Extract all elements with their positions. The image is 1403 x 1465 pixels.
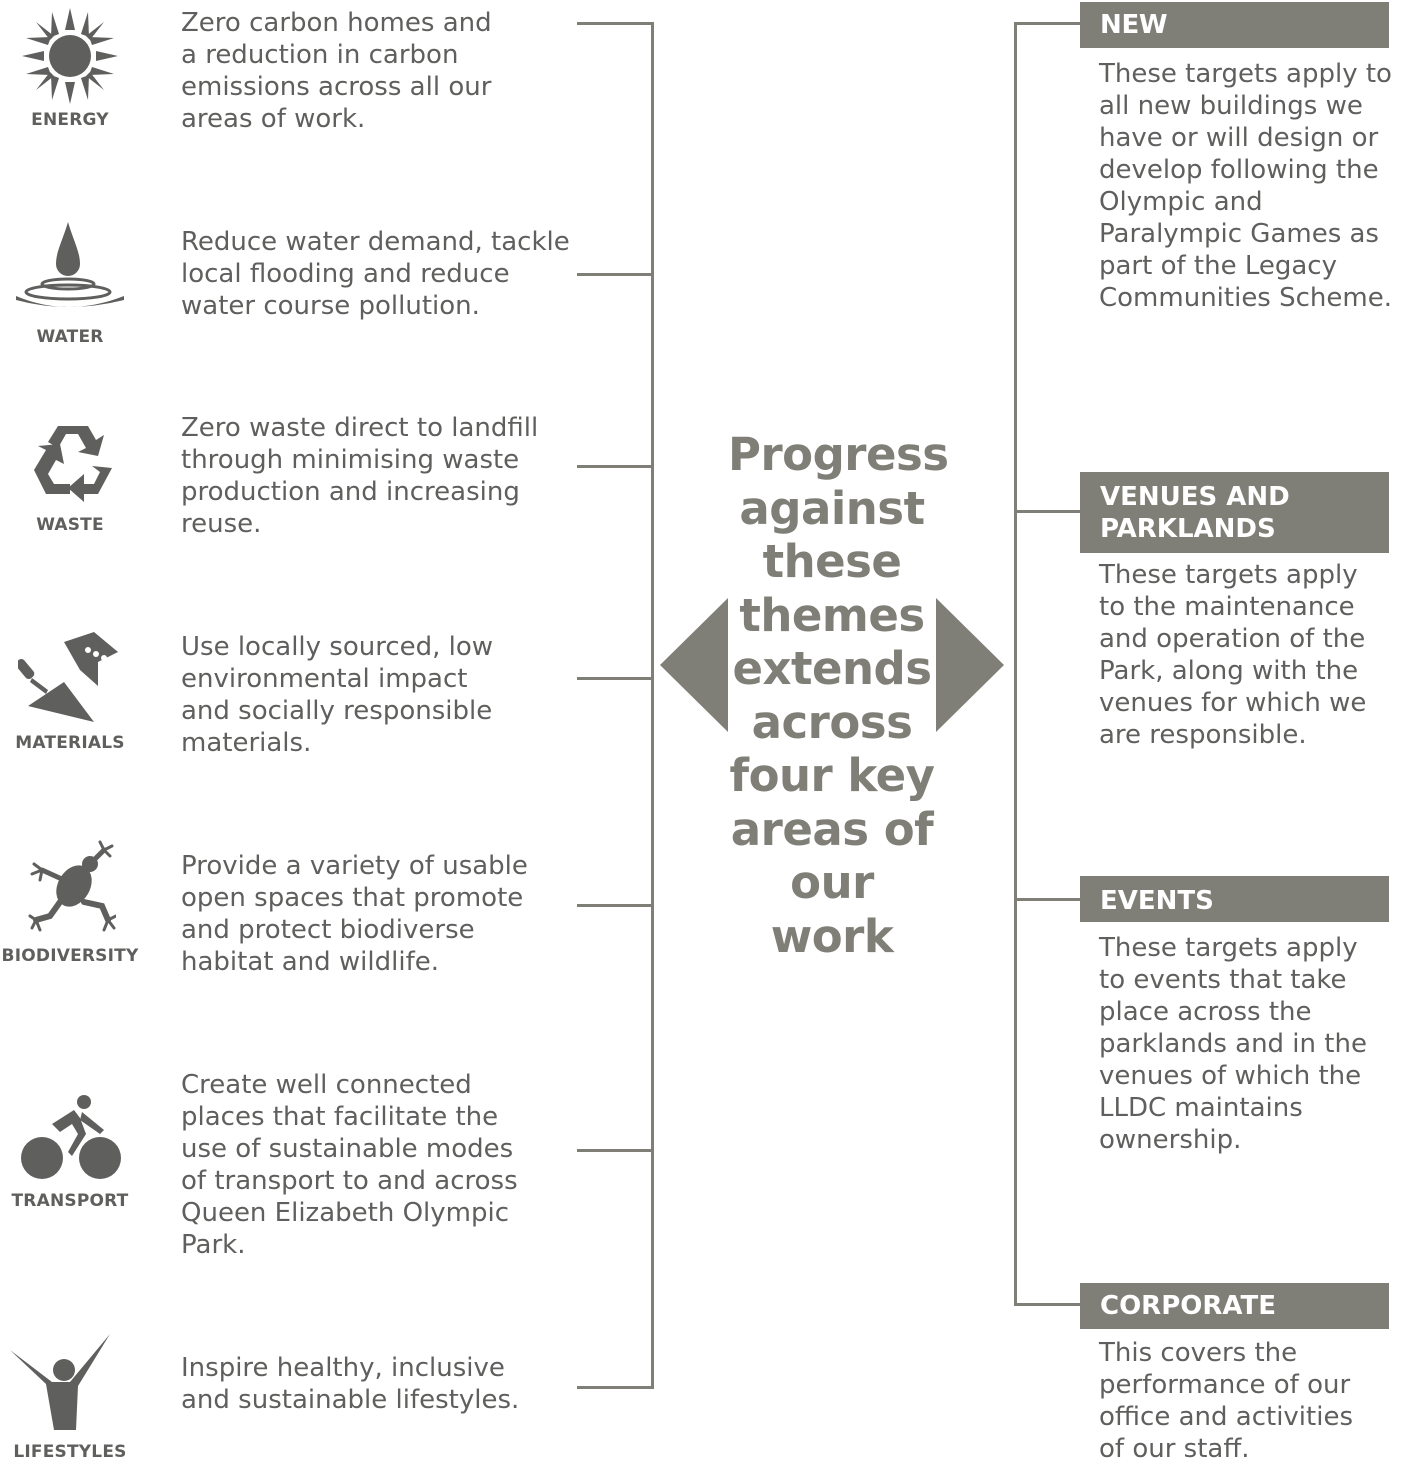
connector-lifestyles: [577, 1386, 654, 1389]
connector-waste: [577, 465, 654, 468]
person-raised-arms-icon: [10, 1334, 110, 1430]
theme-label-water: WATER: [36, 327, 104, 347]
theme-text-waste: Zero waste direct to landfill through mi…: [181, 413, 539, 539]
area-header-venues-parklands: VENUES AND PARKLANDS: [1080, 472, 1389, 553]
connector-transport: [577, 1149, 654, 1152]
frog-icon: [28, 840, 116, 932]
connector-biodiversity: [577, 904, 654, 907]
cyclist-icon: [21, 1095, 121, 1179]
theme-label-waste: WASTE: [36, 515, 104, 535]
area-header-corporate: CORPORATE: [1080, 1283, 1389, 1329]
recycle-icon: [34, 426, 112, 502]
arrow-left-icon: [660, 598, 728, 732]
theme-label-energy: ENERGY: [31, 110, 109, 130]
theme-text-water: Reduce water demand, tackle local floodi…: [181, 227, 570, 321]
area-text-events: These targets apply to events that take …: [1099, 933, 1367, 1155]
center-statement: Progress against these themes extends ac…: [728, 428, 949, 963]
brick-trowel-icon: [18, 632, 118, 722]
theme-label-transport: TRANSPORT: [11, 1191, 129, 1211]
arrow-right-icon: [936, 598, 1004, 732]
left-bracket-spine: [651, 23, 654, 1389]
connector-new-construction: [1014, 22, 1080, 25]
area-text-venues-parklands: These targets apply to the maintenance a…: [1099, 560, 1367, 750]
area-header-events: EVENTS: [1080, 876, 1389, 922]
connector-corporate: [1014, 1303, 1080, 1306]
sun-icon: [22, 8, 118, 104]
theme-text-materials: Use locally sourced, low environmental i…: [181, 632, 494, 758]
water-drop-icon: [16, 222, 124, 307]
theme-label-biodiversity: BIODIVERSITY: [1, 946, 139, 966]
connector-materials: [577, 677, 654, 680]
theme-text-biodiversity: Provide a variety of usable open spaces …: [181, 851, 528, 977]
connector-water: [577, 273, 654, 276]
area-header-new-construction: NEW CONSTRUCTION: [1080, 2, 1389, 86]
area-text-new-construction: These targets apply to all new buildings…: [1099, 59, 1392, 313]
theme-text-lifestyles: Inspire healthy, inclusive and sustainab…: [181, 1353, 520, 1415]
connector-energy: [577, 22, 654, 25]
connector-events: [1014, 898, 1080, 901]
connector-venues-parklands: [1014, 510, 1080, 513]
theme-text-transport: Create well connected places that facili…: [181, 1070, 518, 1260]
theme-label-materials: MATERIALS: [15, 733, 125, 753]
theme-label-lifestyles: LIFESTYLES: [13, 1442, 127, 1462]
area-text-corporate: This covers the performance of our offic…: [1099, 1338, 1353, 1464]
right-bracket-spine: [1014, 23, 1017, 1306]
theme-text-energy: Zero carbon homes and a reduction in car…: [181, 8, 492, 134]
